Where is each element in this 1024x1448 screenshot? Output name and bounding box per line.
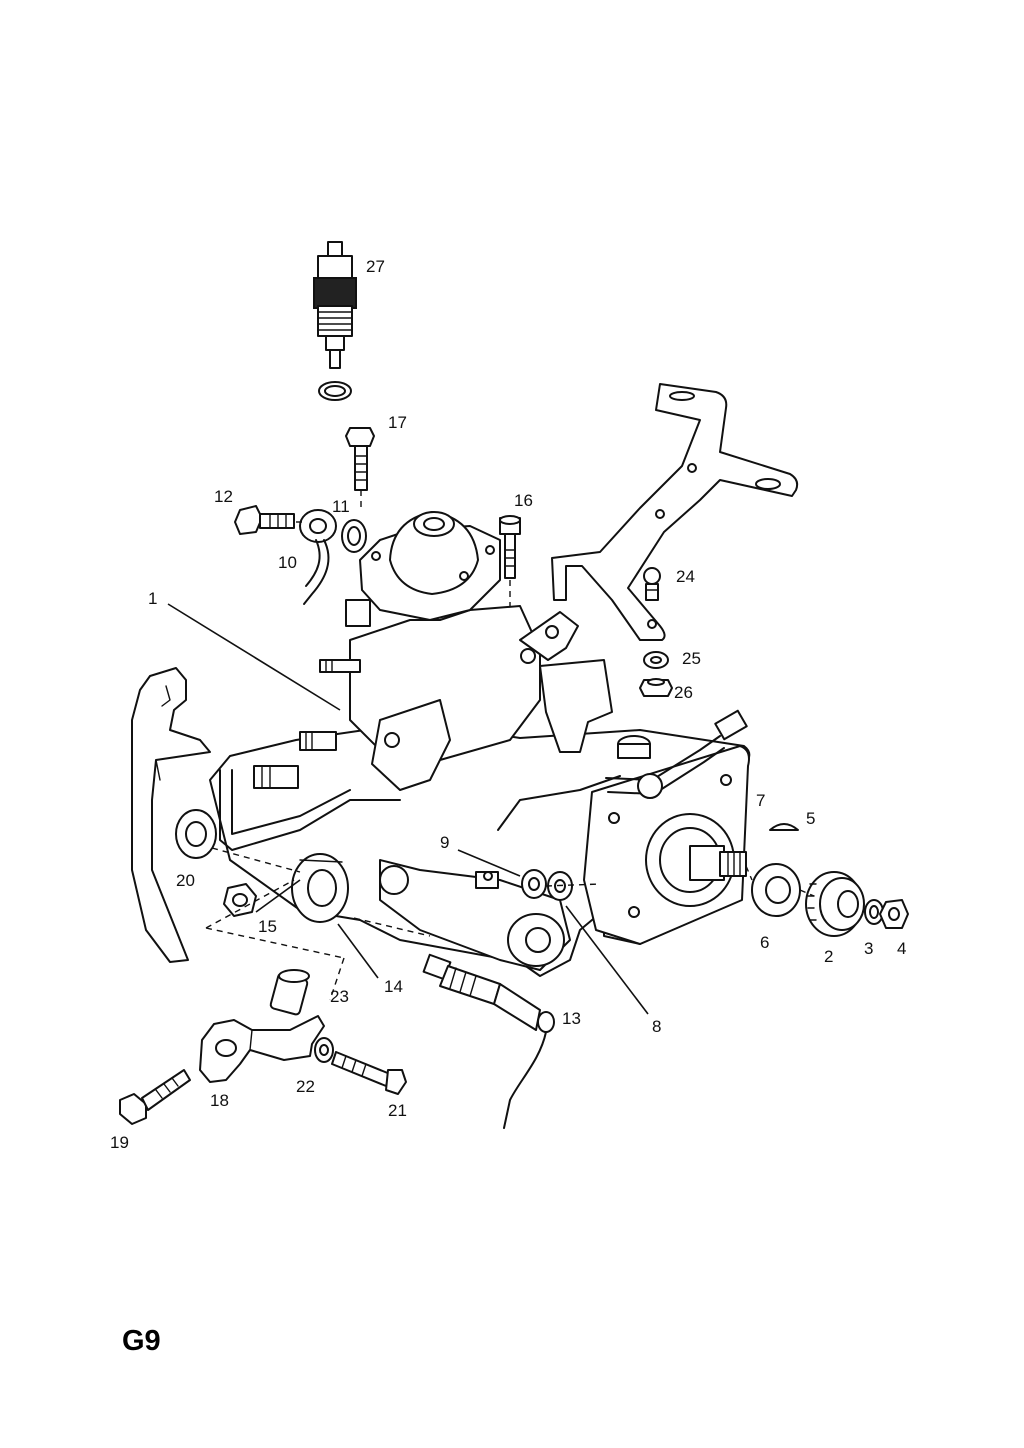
- callout-22: 22: [296, 1077, 315, 1096]
- callout-leaders: [167, 603, 649, 1015]
- callout-13: 13: [562, 1009, 581, 1028]
- callout-18: 18: [210, 1091, 229, 1110]
- callout-21: 21: [388, 1101, 407, 1120]
- callout-24: 24: [676, 567, 695, 586]
- callout-10: 10: [278, 553, 297, 572]
- page-code: G9: [122, 1325, 161, 1357]
- callout-20: 20: [176, 871, 195, 890]
- callout-9: 9: [440, 833, 449, 852]
- callout-17: 17: [388, 413, 407, 432]
- callout-15: 15: [258, 917, 277, 936]
- part-21-bolt: [331, 1051, 407, 1095]
- part-10-banjo-union: [299, 509, 337, 605]
- part-13-temperature-sensor: [422, 953, 555, 1129]
- callout-4: 4: [897, 939, 906, 958]
- callout-3: 3: [864, 939, 873, 958]
- callout-23: 23: [330, 987, 349, 1006]
- part-11-sealing-ring: [341, 519, 367, 553]
- callout-14: 14: [384, 977, 403, 996]
- part-16-screw: [499, 515, 521, 620]
- callout-16: 16: [514, 491, 533, 510]
- part-23-sleeve: [269, 969, 310, 1016]
- part-6-shaft-seal: [751, 863, 801, 917]
- part-2-drive-gear: [805, 871, 865, 937]
- callout-25: 25: [682, 649, 701, 668]
- part-27-stop-solenoid: [313, 241, 357, 401]
- part-14-sealing-ring: [291, 853, 349, 923]
- part-1-injection-pump: [209, 511, 751, 977]
- callout-11: 11: [332, 497, 350, 516]
- callout-2: 2: [824, 947, 833, 966]
- assembly-guide-lines: [205, 521, 815, 1001]
- callout-12: 12: [214, 487, 233, 506]
- part-24-ball-stud: [643, 567, 661, 601]
- part-25-lock-washer: [643, 651, 669, 669]
- part-9-washer: [521, 869, 547, 899]
- callout-labels: 1 2 3 4 5 6 7 8 9 10 11 12 13 14 15 16 1…: [110, 257, 906, 1152]
- part-12-banjo-bolt: [234, 505, 295, 535]
- pump-bracket: [551, 383, 799, 641]
- part-5-woodruff-key: [769, 823, 799, 831]
- callout-27: 27: [366, 257, 385, 276]
- callout-19: 19: [110, 1133, 129, 1152]
- part-26-nut: [639, 678, 673, 697]
- callout-5: 5: [806, 809, 815, 828]
- part-20-seal-ring: [175, 809, 217, 859]
- callout-26: 26: [674, 683, 693, 702]
- part-15-nut: [223, 883, 257, 917]
- part-18-bracket: [199, 1015, 325, 1083]
- callout-6: 6: [760, 933, 769, 952]
- part-17-bolt: [345, 427, 375, 510]
- part-22-washer: [314, 1037, 334, 1063]
- callout-1: 1: [148, 589, 157, 608]
- part-19-bolt: [119, 1069, 191, 1125]
- part-4-nut: [879, 899, 909, 929]
- part-20-cover-plate: [131, 667, 211, 963]
- callout-8: 8: [652, 1017, 661, 1036]
- callout-7: 7: [756, 791, 765, 810]
